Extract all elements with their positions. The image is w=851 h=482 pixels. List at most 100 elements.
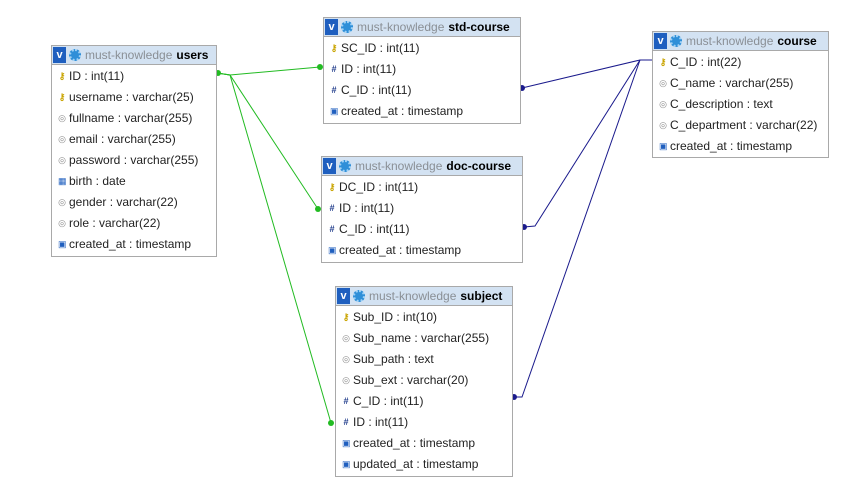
field-row[interactable]: ▣created_at : timestamp xyxy=(52,233,216,254)
key-icon: ⚷ xyxy=(342,311,350,322)
table-header[interactable]: v must-knowledge subject xyxy=(336,287,512,306)
field-row[interactable]: ⚷DC_ID : int(11) xyxy=(322,176,522,197)
table-name: users xyxy=(176,48,209,62)
database-name: must-knowledge xyxy=(369,289,457,303)
table-course[interactable]: v must-knowledge course ⚷C_ID : int(22)◎… xyxy=(652,31,829,158)
field-row[interactable]: ⚷username : varchar(25) xyxy=(52,86,216,107)
field-label: gender : varchar(22) xyxy=(69,194,178,209)
relation-line-users-subject xyxy=(216,72,332,424)
field-row[interactable]: ⚷Sub_ID : int(10) xyxy=(336,306,512,327)
field-row[interactable]: ▣created_at : timestamp xyxy=(322,239,522,260)
field-row[interactable]: #C_ID : int(11) xyxy=(324,79,520,100)
field-label: C_ID : int(11) xyxy=(341,82,412,97)
number-icon: # xyxy=(329,202,335,213)
table-header[interactable]: v must-knowledge doc-course xyxy=(322,157,522,176)
field-row[interactable]: ◎fullname : varchar(255) xyxy=(52,107,216,128)
key-icon: ⚷ xyxy=(330,42,338,53)
gear-icon xyxy=(353,290,365,302)
field-label: Sub_name : varchar(255) xyxy=(353,330,490,345)
field-row[interactable]: # ID : int(11) xyxy=(336,411,512,432)
field-label: ID : int(11) xyxy=(353,414,409,429)
table-header[interactable]: v must-knowledge std-course xyxy=(324,18,520,37)
timestamp-icon: ▣ xyxy=(342,437,351,448)
collapse-toggle-icon[interactable]: v xyxy=(53,47,66,63)
field-label: created_at : timestamp xyxy=(339,242,462,257)
field-label: Sub_ext : varchar(20) xyxy=(353,372,469,387)
key-icon: ⚷ xyxy=(58,70,66,81)
field-row[interactable]: ▣created_at : timestamp xyxy=(653,135,828,156)
field-row[interactable]: ◎email : varchar(255) xyxy=(52,128,216,149)
field-row[interactable]: ◎C_department : varchar(22) xyxy=(653,114,828,135)
string-icon: ◎ xyxy=(58,133,66,144)
field-list: ⚷ID : int(11)⚷username : varchar(25)◎ful… xyxy=(52,65,216,254)
table-users[interactable]: v must-knowledge users ⚷ID : int(11)⚷use… xyxy=(51,45,217,257)
string-icon: ◎ xyxy=(659,77,667,88)
string-icon: ◎ xyxy=(58,217,66,228)
field-row[interactable]: ▣created_at : timestamp xyxy=(336,432,512,453)
table-header[interactable]: v must-knowledge course xyxy=(653,32,828,51)
field-label: C_ID : int(22) xyxy=(670,54,742,69)
collapse-toggle-icon[interactable]: v xyxy=(325,19,338,35)
field-row[interactable]: ◎C_description : text xyxy=(653,93,828,114)
relation-line-users-doc-course xyxy=(216,72,319,210)
key-icon: ⚷ xyxy=(58,91,66,102)
gear-icon xyxy=(670,35,682,47)
string-icon: ◎ xyxy=(58,196,66,207)
field-label: C_ID : int(11) xyxy=(353,393,424,408)
field-row[interactable]: #ID : int(11) xyxy=(322,197,522,218)
field-label: SC_ID : int(11) xyxy=(341,40,420,55)
field-label: username : varchar(25) xyxy=(69,89,194,104)
number-icon: # xyxy=(343,395,349,406)
number-icon: # xyxy=(343,416,349,427)
field-row[interactable]: ◎password : varchar(255) xyxy=(52,149,216,170)
field-row[interactable]: ⚷C_ID : int(22) xyxy=(653,51,828,72)
field-list: ⚷SC_ID : int(11)#ID : int(11)#C_ID : int… xyxy=(324,37,520,121)
collapse-toggle-icon[interactable]: v xyxy=(654,33,667,49)
field-row[interactable]: ◎role : varchar(22) xyxy=(52,212,216,233)
field-row[interactable]: ▣created_at : timestamp xyxy=(324,100,520,121)
field-label: DC_ID : int(11) xyxy=(339,179,419,194)
string-icon: ◎ xyxy=(659,98,667,109)
collapse-toggle-icon[interactable]: v xyxy=(323,158,336,174)
number-icon: # xyxy=(329,223,335,234)
timestamp-icon: ▣ xyxy=(328,244,337,255)
table-doc-course[interactable]: v must-knowledge doc-course ⚷DC_ID : int… xyxy=(321,156,523,263)
string-icon: ◎ xyxy=(342,353,350,364)
field-row[interactable]: ◎Sub_ext : varchar(20) xyxy=(336,369,512,390)
collapse-toggle-icon[interactable]: v xyxy=(337,288,350,304)
field-row[interactable]: ◎C_name : varchar(255) xyxy=(653,72,828,93)
field-label: ID : int(11) xyxy=(69,68,125,83)
field-row[interactable]: ▦birth : date xyxy=(52,170,216,191)
field-label: created_at : timestamp xyxy=(341,103,464,118)
number-icon: # xyxy=(331,63,337,74)
field-row[interactable]: ◎gender : varchar(22) xyxy=(52,191,216,212)
field-row[interactable]: #ID : int(11) xyxy=(324,58,520,79)
database-name: must-knowledge xyxy=(355,159,443,173)
timestamp-icon: ▣ xyxy=(58,238,67,249)
field-label: role : varchar(22) xyxy=(69,215,161,230)
table-std-course[interactable]: v must-knowledge std-course ⚷SC_ID : int… xyxy=(323,17,521,124)
field-label: C_description : text xyxy=(670,96,773,111)
key-icon: ⚷ xyxy=(328,181,336,192)
string-icon: ◎ xyxy=(342,332,350,343)
field-row[interactable]: ◎Sub_name : varchar(255) xyxy=(336,327,512,348)
field-row[interactable]: ▣updated_at : timestamp xyxy=(336,453,512,474)
table-header[interactable]: v must-knowledge users xyxy=(52,46,216,65)
table-subject[interactable]: v must-knowledge subject ⚷Sub_ID : int(1… xyxy=(335,286,513,477)
field-row[interactable]: #C_ID : int(11) xyxy=(322,218,522,239)
field-label: fullname : varchar(255) xyxy=(69,110,193,125)
field-label: Sub_path : text xyxy=(353,351,434,366)
timestamp-icon: ▣ xyxy=(330,105,339,116)
field-row[interactable]: ⚷ID : int(11) xyxy=(52,65,216,86)
table-name: std-course xyxy=(448,20,510,34)
table-name: course xyxy=(777,34,817,48)
field-row[interactable]: ◎Sub_path : text xyxy=(336,348,512,369)
field-label: email : varchar(255) xyxy=(69,131,176,146)
table-name: subject xyxy=(460,289,503,303)
date-icon: ▦ xyxy=(58,175,67,186)
field-row[interactable]: ⚷SC_ID : int(11) xyxy=(324,37,520,58)
relation-end-dot xyxy=(315,206,321,212)
gear-icon xyxy=(339,160,351,172)
field-row[interactable]: # C_ID : int(11) xyxy=(336,390,512,411)
database-name: must-knowledge xyxy=(85,48,173,62)
